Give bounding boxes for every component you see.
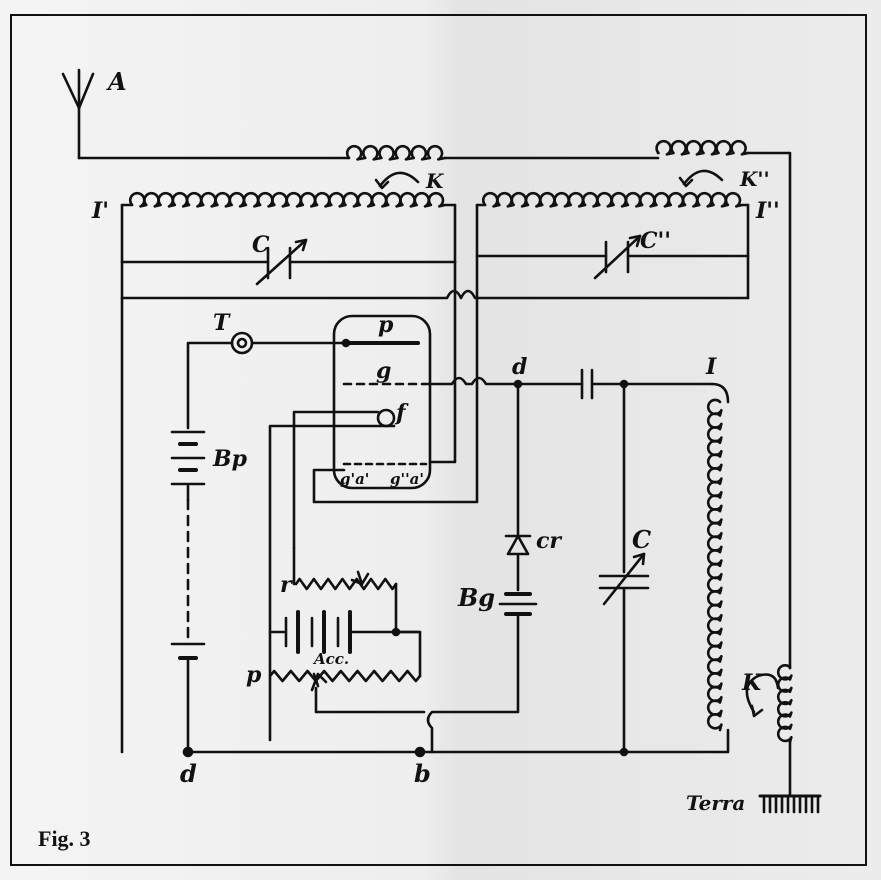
coupling-arrowhead-k2 — [678, 176, 694, 188]
telephone-t — [230, 331, 254, 355]
label-accumulator: Acc. — [312, 650, 349, 668]
wire-antenna-ground — [746, 151, 792, 670]
ground-symbol — [758, 794, 822, 814]
label-grid-b: g''a' — [390, 470, 424, 488]
label-crystal: cr — [536, 528, 562, 554]
label-coil-i1: I' — [91, 198, 109, 224]
label-coil-main: I — [705, 354, 717, 380]
crystal-detector — [504, 534, 532, 556]
wire-i1-to-space-grid — [428, 260, 457, 464]
wire-grid-to-d — [422, 376, 584, 386]
label-grid-a: g'a' — [340, 470, 369, 488]
wire-bottom-bus — [186, 728, 730, 754]
coupling-arrowhead-k — [374, 178, 390, 190]
wire-bg-to-b — [426, 614, 520, 754]
wire-pot-right — [394, 630, 422, 678]
wire-coil-i-top — [710, 382, 730, 404]
label-coil-i2: I'' — [755, 198, 780, 224]
label-ground: Terra — [686, 791, 745, 815]
label-coupling-k-main: K — [741, 670, 762, 696]
coupling-coil-k-ground — [776, 664, 793, 744]
wire-telephone-left — [186, 341, 234, 430]
wire-i2-to-space-grid — [312, 386, 479, 504]
coupling-arrow-k — [378, 171, 420, 188]
variable-capacitor-c — [255, 238, 308, 286]
label-antenna: A — [106, 67, 127, 96]
figure-caption: Fig. 3 — [38, 826, 91, 851]
label-plate: p — [378, 312, 394, 338]
battery-bp — [170, 430, 206, 502]
label-rheostat: r — [280, 572, 293, 598]
label-coupling-k: K — [425, 169, 445, 193]
label-node-d-bottom: d — [180, 759, 197, 788]
coupling-arrow-k-main — [745, 673, 780, 714]
accumulator-battery — [284, 610, 352, 654]
label-battery-bg: Bg — [457, 583, 495, 612]
label-telephone: T — [213, 310, 231, 336]
coupling-arrow-k2 — [682, 169, 724, 186]
wire-filament-left — [292, 410, 380, 550]
label-capacitor-c2: C'' — [640, 228, 671, 254]
variable-capacitor-c2 — [593, 234, 642, 280]
label-potentiometer: p — [246, 662, 262, 688]
wire-filament-right — [268, 424, 396, 742]
figure-frame — [10, 14, 867, 866]
potentiometer-wiper — [310, 672, 328, 692]
wire-pot-wiper — [314, 686, 426, 714]
coil-i1 — [120, 191, 457, 208]
vacuum-tube — [332, 314, 432, 490]
potentiometer-p — [268, 669, 422, 683]
label-grid: g — [376, 358, 391, 384]
label-node-b: b — [414, 759, 431, 788]
label-capacitor-c: C — [252, 232, 270, 258]
label-capacitor-c-main: C — [632, 525, 651, 554]
label-filament: f — [394, 400, 409, 426]
antenna-symbol — [61, 68, 95, 160]
label-battery-bp: Bp — [212, 446, 248, 472]
label-node-d-top: d — [512, 354, 527, 380]
coil-i-main — [706, 398, 723, 732]
coupling-coil-k-primary — [345, 144, 447, 161]
coil-i2 — [475, 191, 750, 208]
rheostat-r — [294, 577, 398, 591]
battery-bp-lower — [170, 642, 206, 660]
rheostat-wiper — [350, 570, 370, 586]
battery-bg — [498, 592, 538, 616]
wire-tuning-rail — [120, 289, 750, 300]
label-coupling-k2: K'' — [739, 167, 770, 191]
coupling-arrowhead-k-main — [750, 704, 764, 718]
tube-filament — [376, 408, 396, 428]
coupling-coil-k2-primary — [655, 139, 750, 156]
